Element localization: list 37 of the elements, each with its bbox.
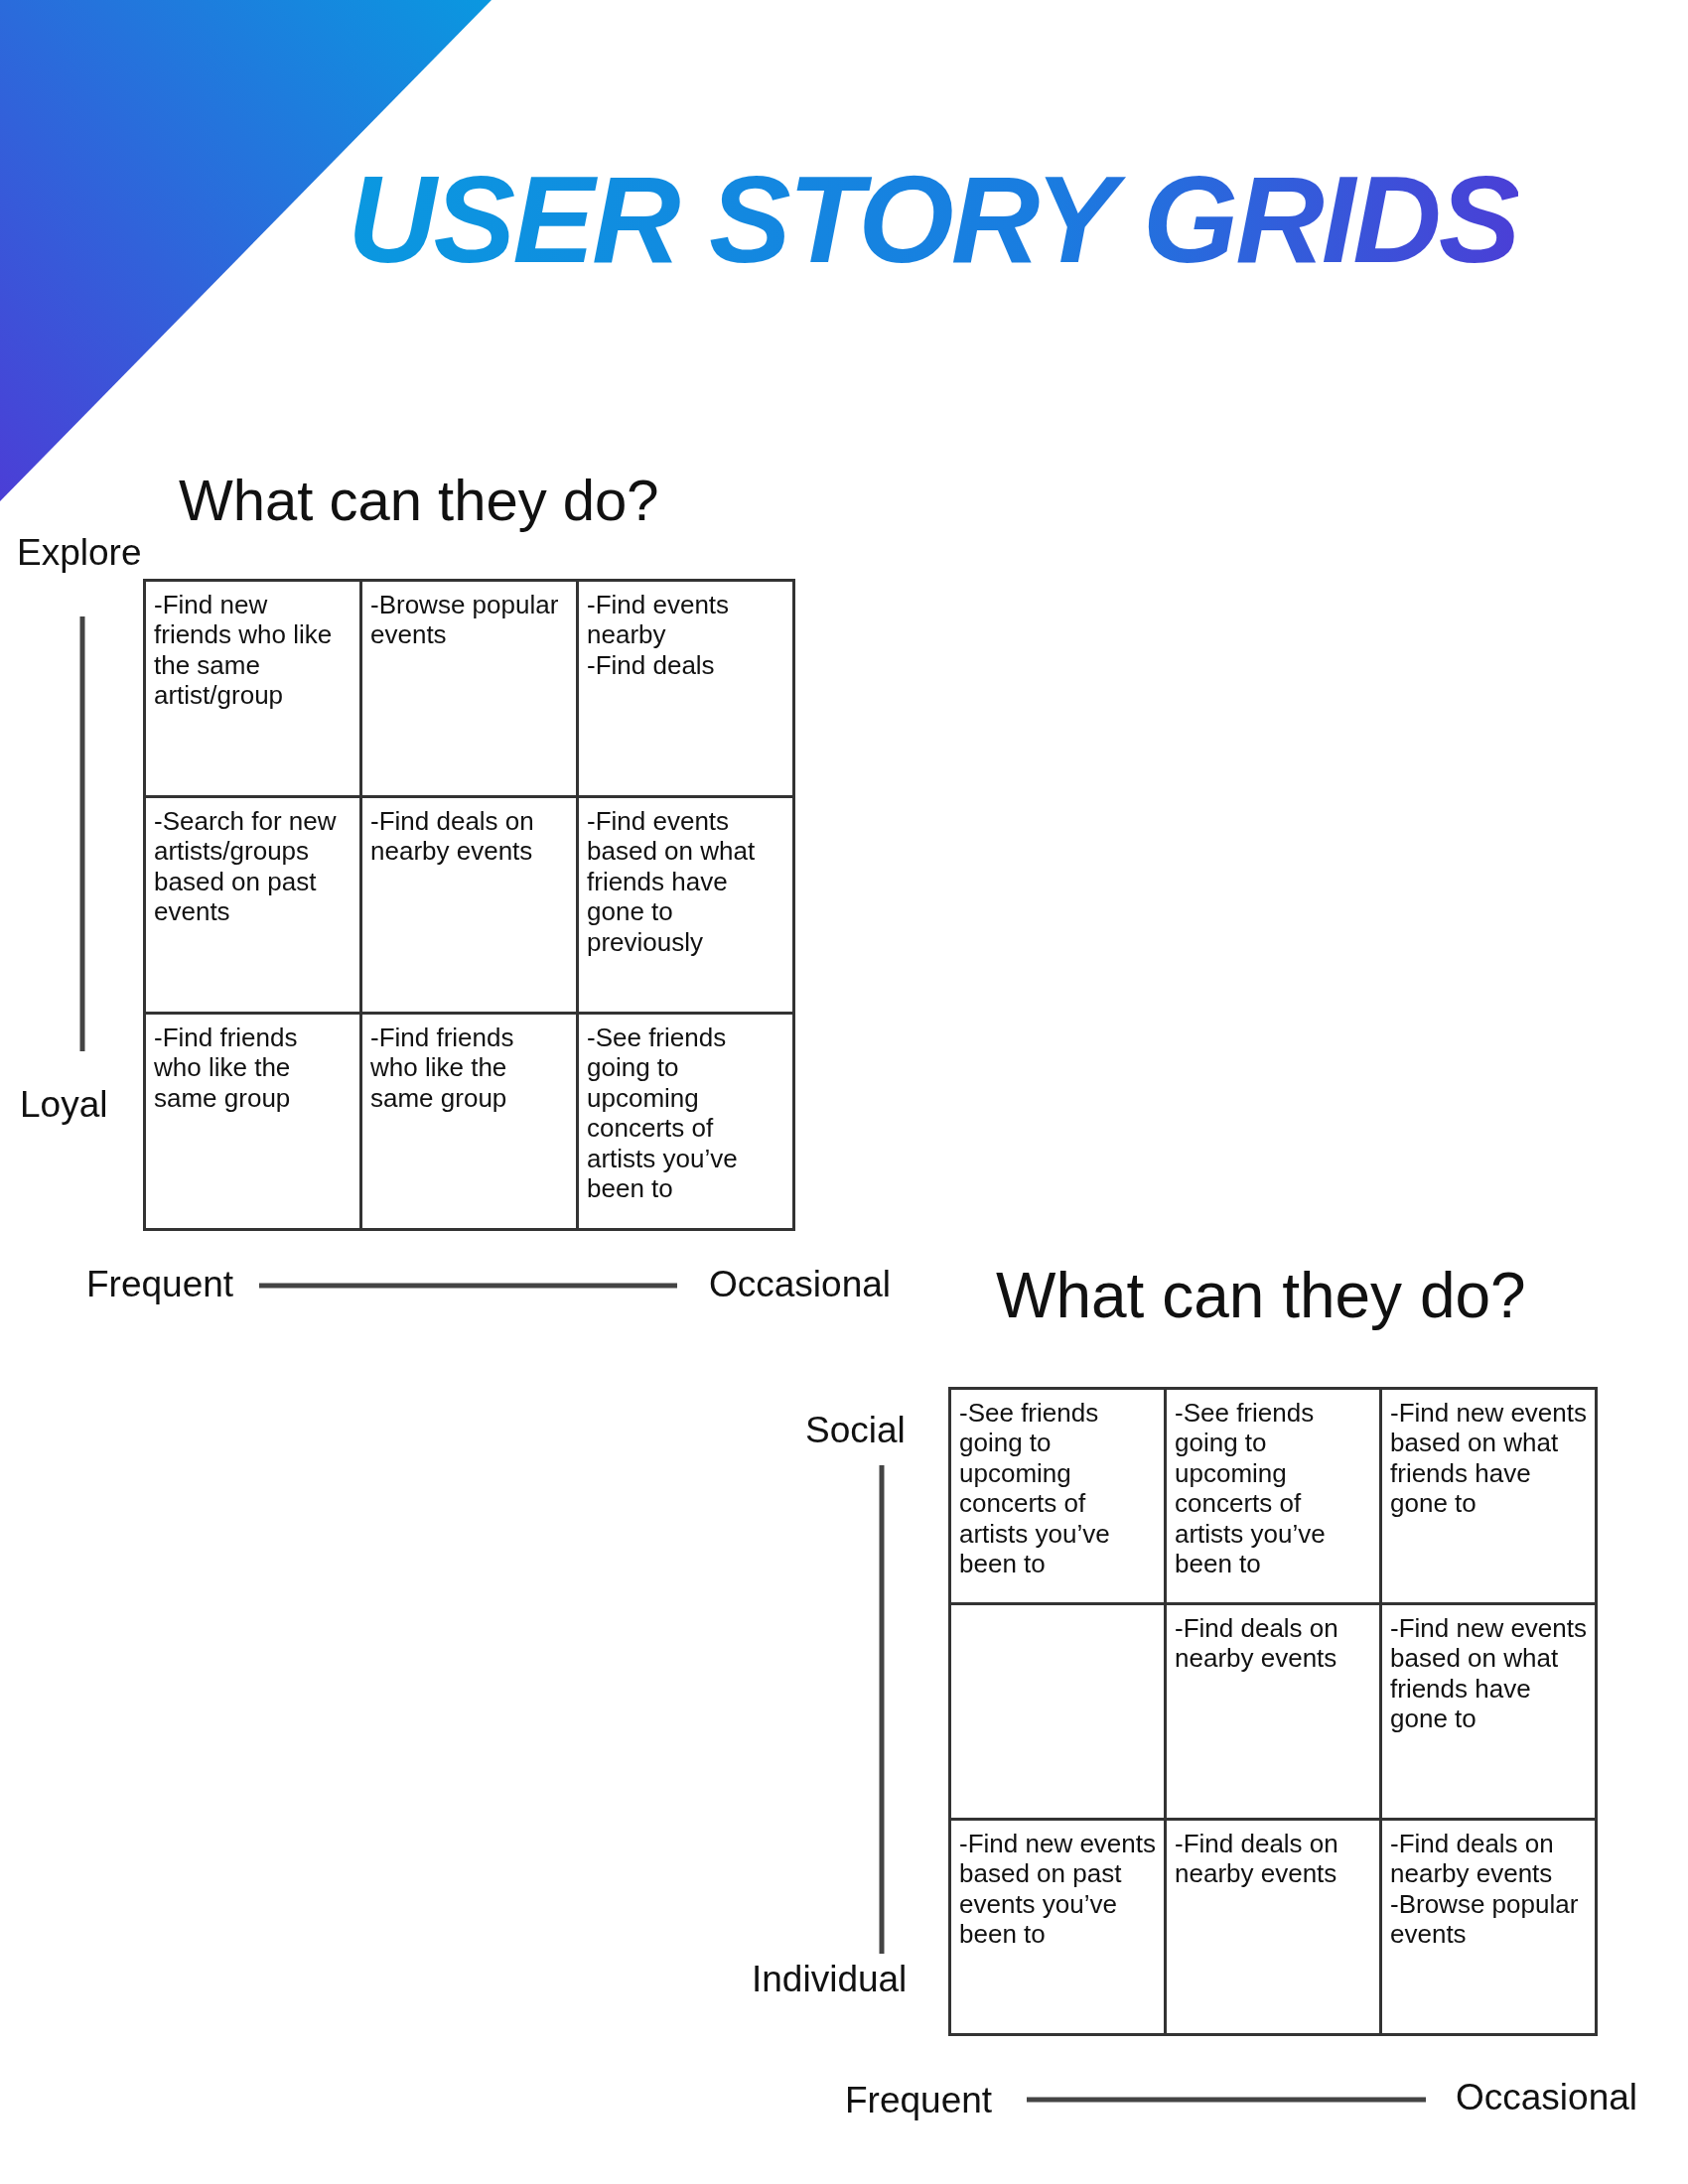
axis-label: Occasional — [709, 1264, 892, 1305]
cell-text: -Find deals on nearby events — [1390, 1829, 1555, 1889]
grid-cell — [576, 579, 795, 798]
cell-text: -Search for new artists/groups based on past events — [154, 806, 338, 927]
grid-cell — [948, 1818, 1167, 2036]
axis-label: Frequent — [845, 2080, 993, 2121]
cell-text: -Find new friends who like the same artist/group — [154, 590, 334, 711]
grid-cell — [1379, 1818, 1598, 2036]
axis-label: Frequent — [86, 1264, 234, 1305]
axis-label: Explore — [17, 532, 142, 574]
cell-text: -Find new events based on what friends have gone to — [1390, 1398, 1587, 1519]
section-heading: What can they do? — [179, 467, 659, 533]
cell-text: -See friends going to upcoming concerts of artists you’ve been to — [1175, 1398, 1327, 1579]
axis-label: Occasional — [1456, 2077, 1638, 2118]
grid-cell — [143, 1012, 362, 1231]
axis-label: Social — [805, 1410, 906, 1451]
axis-label: Loyal — [20, 1084, 108, 1126]
cell-text: -Find new events based on what friends have gone to — [1390, 1613, 1587, 1734]
grid-cell — [948, 1387, 1167, 1605]
grid-cell — [1379, 1387, 1598, 1605]
section-heading: What can they do? — [996, 1259, 1526, 1332]
cell-text: -Find events nearby — [587, 590, 731, 650]
cell-text: -Find deals — [587, 649, 716, 681]
cell-text: -See friends going to upcoming concerts of artists you’ve been to — [959, 1398, 1111, 1579]
cell-text: -Browse popular events — [1390, 1888, 1580, 1950]
cell-text: -Find new events based on past events you’ve been to — [959, 1829, 1156, 1950]
cell-text: -Find deals on nearby events — [370, 806, 535, 867]
grid-cell — [576, 1012, 795, 1231]
cell-text: -Find deals on nearby events — [1175, 1829, 1339, 1889]
cell-text: -Find events based on what friends have gone to previously — [587, 806, 757, 958]
cell-text: -Find friends who like the same group — [370, 1023, 515, 1114]
cell-text: -Browse popular events — [370, 590, 560, 650]
cell-text: -See friends going to upcoming concerts of artists you’ve been to — [587, 1023, 739, 1204]
axis-label: Individual — [752, 1959, 908, 2000]
grid-cell — [143, 579, 362, 798]
cell-text: -Find friends who like the same group — [154, 1023, 299, 1114]
cell-text: -Find deals on nearby events — [1175, 1613, 1339, 1674]
